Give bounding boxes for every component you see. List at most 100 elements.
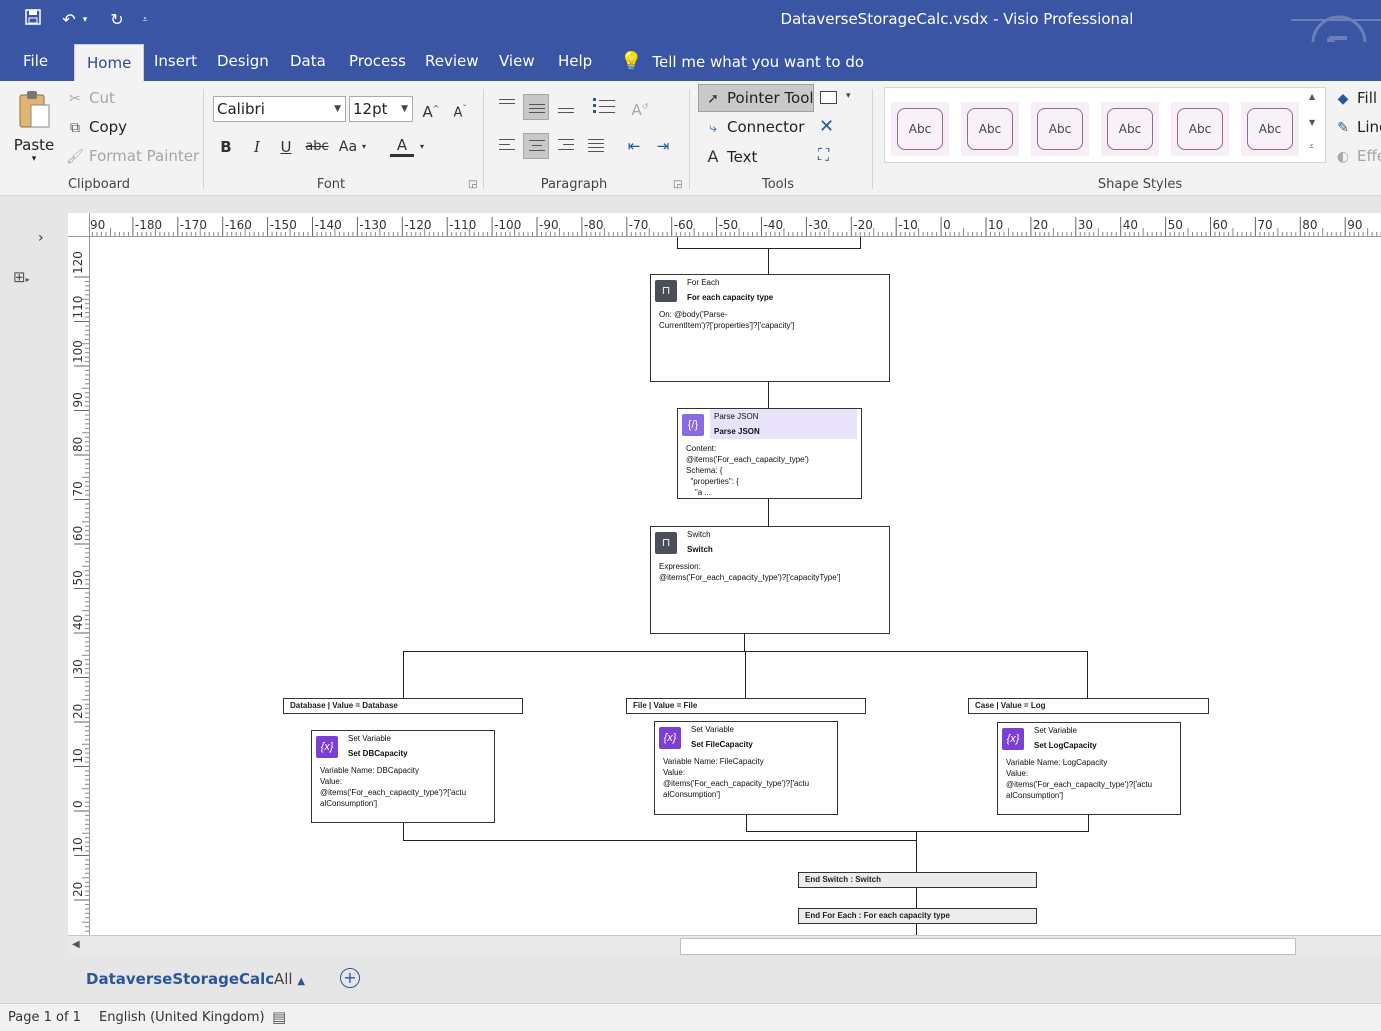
ruler-label: 0	[71, 800, 85, 808]
rectangle-shape-icon[interactable]	[820, 91, 837, 104]
bold-button[interactable]: B	[220, 138, 232, 156]
tab-review[interactable]: Review	[425, 52, 479, 70]
page-tabs-bar: DataverseStorageCalc All ▲ +	[0, 956, 1381, 1003]
align-left-icon[interactable]	[494, 133, 520, 159]
customize-qat-icon[interactable]: ⩡	[142, 15, 148, 25]
underline-button[interactable]: U	[280, 138, 292, 156]
horizontal-ruler[interactable]: 90-180-170-160-150-140-130-120-110-100-9…	[68, 213, 1381, 237]
shape-style-4[interactable]: Abc	[1101, 102, 1159, 156]
node-body: Variable Name: FileCapacity Value: @item…	[663, 757, 810, 799]
tools-group-label: Tools	[761, 177, 795, 192]
decrease-indent-icon[interactable]: ⇤	[627, 137, 641, 155]
tab-process[interactable]: Process	[349, 52, 406, 70]
shape-style-6[interactable]: Abc	[1241, 102, 1299, 156]
all-pages-button[interactable]: All ▲	[274, 970, 305, 988]
undo-icon[interactable]: ↶	[62, 10, 76, 29]
macro-record-icon[interactable]: ▤	[272, 1008, 287, 1026]
shape-style-1[interactable]: Abc	[891, 102, 949, 156]
tab-help[interactable]: Help	[558, 52, 593, 70]
tell-me-search[interactable]: 💡Tell me what you want to do	[620, 42, 864, 81]
tab-file[interactable]: File	[23, 52, 49, 70]
horizontal-scrollbar[interactable]: ◀	[68, 935, 1381, 955]
font-dialog-launcher-icon[interactable]: ◲	[468, 179, 478, 190]
paste-button[interactable]: Paste ▾	[12, 87, 56, 171]
set-variable-node-file[interactable]: {x} Set Variable Set FileCapacity Variab…	[654, 721, 838, 815]
align-middle-icon[interactable]	[523, 94, 549, 120]
connection-point-icon[interactable]: ⛶	[818, 145, 830, 164]
font-family-select[interactable]: Calibri▼	[213, 96, 346, 122]
page-tab-active[interactable]: DataverseStorageCalc	[86, 970, 275, 988]
paste-dropdown-icon[interactable]: ▾	[31, 154, 37, 164]
scrollbar-thumb[interactable]	[680, 938, 1296, 955]
align-bottom-icon[interactable]	[553, 94, 579, 120]
text-direction-icon[interactable]: A↺	[631, 101, 649, 119]
drawing-canvas[interactable]: ⊓ For Each For each capacity type On: @b…	[90, 237, 1381, 935]
gallery-more-icon[interactable]: ⩡	[1309, 142, 1315, 152]
format-painter-button[interactable]: 🖌Format Painter	[66, 147, 199, 165]
tab-home[interactable]: Home	[74, 44, 145, 81]
chevron-down-icon[interactable]: ▾	[419, 142, 424, 151]
gallery-scroll-up-icon[interactable]: ▲	[1309, 92, 1316, 101]
ruler-label: 10	[71, 837, 85, 852]
page-indicator[interactable]: Page 1 of 1	[8, 1010, 81, 1025]
lightbulb-icon: 💡	[620, 51, 643, 72]
set-variable-node-log[interactable]: {x} Set Variable Set LogCapacity Variabl…	[997, 722, 1181, 815]
tab-insert[interactable]: Insert	[154, 52, 198, 70]
switch-icon: ⊓	[655, 532, 677, 554]
tab-design[interactable]: Design	[217, 52, 269, 70]
shape-effects-button[interactable]: ◐Effe	[1334, 147, 1381, 165]
italic-button[interactable]: I	[254, 138, 260, 156]
redo-icon[interactable]: ↻	[110, 10, 124, 29]
connector-button[interactable]: ⤷Connector	[704, 118, 804, 136]
font-color-button[interactable]: A	[390, 133, 414, 157]
justify-icon[interactable]	[583, 133, 609, 159]
tab-view[interactable]: View	[499, 52, 535, 70]
case-label-database[interactable]: Database | Value = Database	[283, 698, 523, 714]
delete-connector-icon[interactable]: ✕	[819, 116, 835, 137]
format-painter-label: Format Painter	[89, 147, 200, 165]
add-page-icon[interactable]: +	[340, 968, 360, 988]
increase-indent-icon[interactable]: ⇥	[656, 137, 670, 155]
shape-style-3[interactable]: Abc	[1031, 102, 1089, 156]
align-top-icon[interactable]	[494, 94, 520, 120]
bullets-icon[interactable]	[591, 94, 617, 120]
shape-style-5[interactable]: Abc	[1171, 102, 1229, 156]
undo-dropdown-icon[interactable]: ▾	[82, 15, 88, 25]
parse-json-node[interactable]: {/} Parse JSON Parse JSON Content: @item…	[677, 408, 862, 499]
cut-label: Cut	[89, 89, 115, 107]
shape-styles-group-label: Shape Styles	[1097, 177, 1183, 192]
align-right-icon[interactable]	[553, 133, 579, 159]
strikethrough-button[interactable]: abc	[305, 139, 329, 154]
align-center-icon[interactable]	[523, 133, 549, 159]
set-variable-node-db[interactable]: {x} Set Variable Set DBCapacity Variable…	[311, 730, 495, 823]
shapes-stencil-icon[interactable]: ⊞▸	[13, 268, 30, 286]
shape-line-button[interactable]: ✎Line	[1334, 118, 1381, 136]
shape-style-2[interactable]: Abc	[961, 102, 1019, 156]
cut-button[interactable]: ✂Cut	[66, 89, 115, 107]
font-size-select[interactable]: 12pt▼	[349, 96, 413, 122]
copy-button[interactable]: ⧉Copy	[66, 118, 127, 136]
case-label-file[interactable]: File | Value = File	[626, 698, 866, 714]
chevron-down-icon[interactable]: ▾	[361, 142, 366, 151]
language-indicator[interactable]: English (United Kingdom)	[99, 1010, 265, 1025]
end-foreach-marker[interactable]: End For Each : For each capacity type	[798, 908, 1037, 924]
expand-pane-icon[interactable]: ›	[38, 230, 44, 246]
chevron-down-icon[interactable]: ▾	[846, 91, 851, 101]
change-case-button[interactable]: Aa	[338, 139, 358, 155]
switch-node[interactable]: ⊓ Switch Switch Expression: @items('For_…	[650, 526, 890, 634]
tab-data[interactable]: Data	[290, 52, 326, 70]
foreach-node[interactable]: ⊓ For Each For each capacity type On: @b…	[650, 274, 890, 382]
end-switch-marker[interactable]: End Switch : Switch	[798, 872, 1037, 888]
pointer-tool-button[interactable]	[698, 84, 814, 112]
gallery-scroll-down-icon[interactable]: ▼	[1309, 118, 1316, 127]
save-icon[interactable]	[20, 8, 46, 32]
decrease-font-icon[interactable]: Aˇ	[453, 104, 467, 121]
shape-fill-button[interactable]: ◆Fill	[1334, 89, 1377, 107]
ribbon: Paste ▾ ✂Cut ⧉Copy 🖌Format Painter Clipb…	[0, 81, 1381, 196]
increase-font-icon[interactable]: A^	[422, 103, 440, 121]
paragraph-dialog-launcher-icon[interactable]: ◲	[673, 179, 683, 190]
scroll-left-icon[interactable]: ◀	[72, 939, 80, 950]
case-label-log[interactable]: Case | Value = Log	[968, 698, 1209, 714]
